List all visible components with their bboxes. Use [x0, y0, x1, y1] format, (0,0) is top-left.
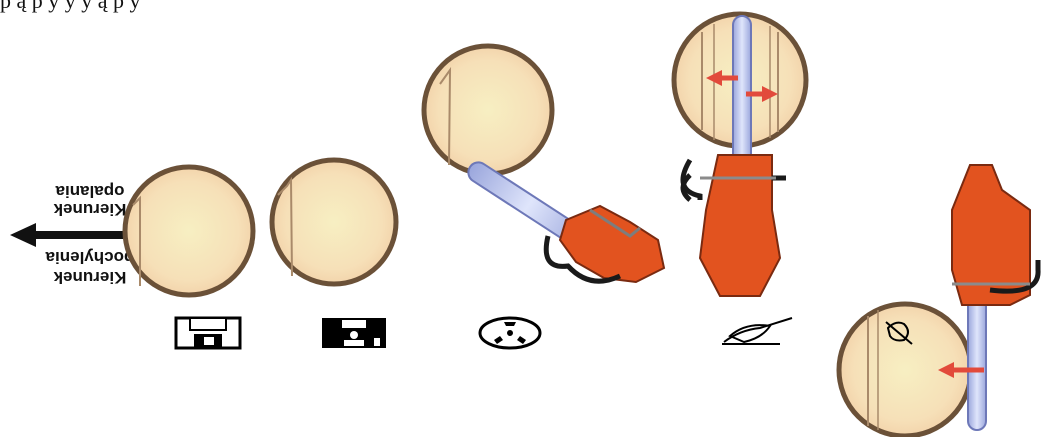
floppy-filled-icon: [322, 318, 386, 348]
chainsaw-1: [465, 159, 664, 282]
log-2: [272, 160, 396, 284]
log-3: [424, 46, 552, 174]
log-1: [125, 167, 253, 295]
radiation-symbol-icon: [480, 318, 540, 348]
writing-hand-icon: [722, 318, 792, 344]
floppy-outline-icon: [176, 318, 240, 348]
